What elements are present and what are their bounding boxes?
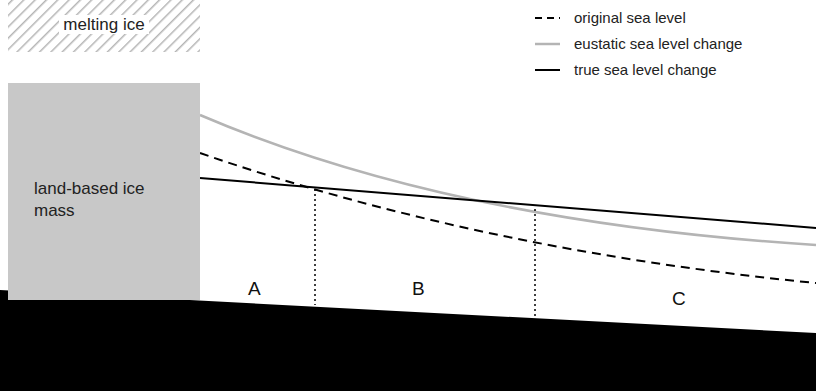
box-text: melting ice xyxy=(8,14,200,36)
ice-melt-box: melting ice xyxy=(8,0,200,52)
zone-label: A xyxy=(248,278,261,300)
eustatic-line xyxy=(200,115,816,245)
legend-sample xyxy=(535,69,560,71)
text-patch: melting ice xyxy=(59,15,148,34)
ice-mass-box: land-based ice mass xyxy=(8,83,200,300)
zone-label: B xyxy=(412,278,425,300)
true-line xyxy=(200,178,816,228)
ground xyxy=(0,290,816,391)
legend-text: eustatic sea level change xyxy=(574,35,742,52)
zone-label: C xyxy=(672,288,686,310)
original-line xyxy=(200,153,816,283)
dotted-divider xyxy=(314,189,316,305)
ice-hatch xyxy=(8,0,200,52)
legend-text: true sea level change xyxy=(574,61,717,78)
legend-sample xyxy=(535,43,560,46)
legend-text: original sea level xyxy=(574,9,686,26)
dotted-divider xyxy=(534,209,536,322)
box-text: land-based ice mass xyxy=(34,178,164,222)
legend-sample xyxy=(535,17,560,19)
